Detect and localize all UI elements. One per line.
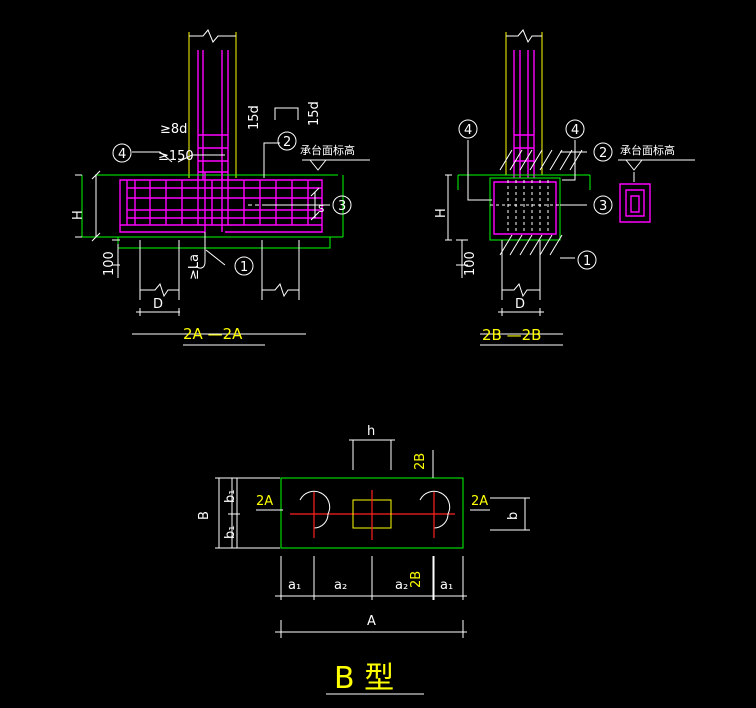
section-2b-marker-2: 2: [593, 142, 613, 162]
section-2b-piles: [480, 240, 563, 346]
plan-dimensions: [215, 439, 530, 695]
plan-drawing: h B b₁ b₁ b a₁ a₂ a₂ a₁ A 2A 2A 2B 2B B …: [197, 424, 530, 696]
svg-text:4: 4: [571, 123, 579, 138]
section-2a-label-cap-top: 承台面标高: [300, 143, 355, 157]
section-2b-drawing: 承台面标高 H 100 D 4 4 2 3 1 2B —2B: [434, 29, 695, 346]
plan-cap-outline: [280, 477, 464, 549]
svg-text:4: 4: [464, 123, 472, 138]
plan-pile-left: [299, 490, 331, 538]
section-2a-marker-1: 1: [234, 256, 254, 276]
section-2a-marker-2: 2: [277, 131, 297, 151]
section-2a-drawing: ≥8d ≥150 15d 15d 承台面标高 H 100 ≥La D S 4 2…: [71, 29, 370, 346]
plan-label-a-total: A: [367, 614, 376, 629]
section-2a-marker-3: 3: [332, 195, 352, 215]
section-2a-label-h: H: [71, 210, 86, 220]
plan-label-b1-bottom: b₁: [223, 526, 238, 539]
plan-label-a2-right: a₂: [395, 578, 408, 593]
plan-cut-2a-left: 2A: [256, 494, 273, 509]
section-2a-label-150: ≥150: [158, 149, 194, 164]
section-2a-label-15d-a: 15d: [247, 105, 262, 130]
svg-text:4: 4: [118, 147, 126, 162]
plan-label-a1-left: a₁: [288, 578, 301, 593]
section-2b-marker-1: 1: [577, 250, 597, 270]
plan-label-b-total: B: [197, 511, 212, 520]
section-2a-column: [188, 29, 237, 180]
section-2a-title: 2A —2A: [183, 325, 243, 343]
section-2a-label-s: S: [318, 204, 324, 215]
section-2b-dimensions: [445, 140, 695, 278]
section-2a-label-100: 100: [102, 251, 117, 276]
plan-label-a2-left: a₂: [334, 578, 347, 593]
plan-cut-2b-top: 2B: [413, 453, 428, 470]
svg-text:1: 1: [583, 254, 591, 269]
section-2b-marker-3: 3: [593, 195, 613, 215]
section-2b-label-d: D: [515, 297, 525, 312]
plan-title: B 型: [334, 661, 394, 696]
svg-text:2: 2: [599, 146, 607, 161]
section-2b-column: [505, 29, 543, 178]
section-2b-label-100: 100: [463, 251, 478, 276]
plan-cut-2a-right: 2A: [471, 494, 488, 509]
section-2b-label-h: H: [434, 208, 449, 218]
plan-label-b: b: [506, 512, 521, 520]
section-2a-label-d: D: [153, 297, 163, 312]
section-2b-marker-4a: 4: [458, 119, 478, 139]
plan-cut-2b-bottom: 2B: [409, 571, 424, 588]
section-2b-marker-4b: 4: [565, 119, 585, 139]
section-2a-dimensions: [75, 107, 370, 346]
section-2b-label-cap-top: 承台面标高: [620, 143, 675, 157]
section-2b-title: 2B —2B: [482, 326, 541, 344]
section-2b-pile-cap: [457, 149, 591, 256]
plan-label-b1-top: b₁: [223, 490, 238, 503]
svg-text:2: 2: [283, 135, 291, 150]
svg-text:3: 3: [599, 199, 607, 214]
plan-label-a1-right: a₁: [440, 578, 453, 593]
plan-label-h: h: [367, 424, 375, 439]
svg-text:1: 1: [240, 260, 248, 275]
section-2a-pile-cap: [81, 172, 344, 269]
section-2a-piles: [132, 240, 306, 335]
section-2a-marker-4: 4: [112, 143, 132, 163]
section-2a-label-15d-b: 15d: [307, 101, 322, 126]
svg-text:3: 3: [338, 199, 346, 214]
plan-pile-right: [419, 490, 451, 538]
section-2a-label-la: ≥La: [187, 254, 202, 280]
section-2a-label-8d: ≥8d: [160, 122, 187, 137]
plan-column: [352, 490, 392, 540]
section-2b-stirrup-detail: [619, 183, 651, 223]
